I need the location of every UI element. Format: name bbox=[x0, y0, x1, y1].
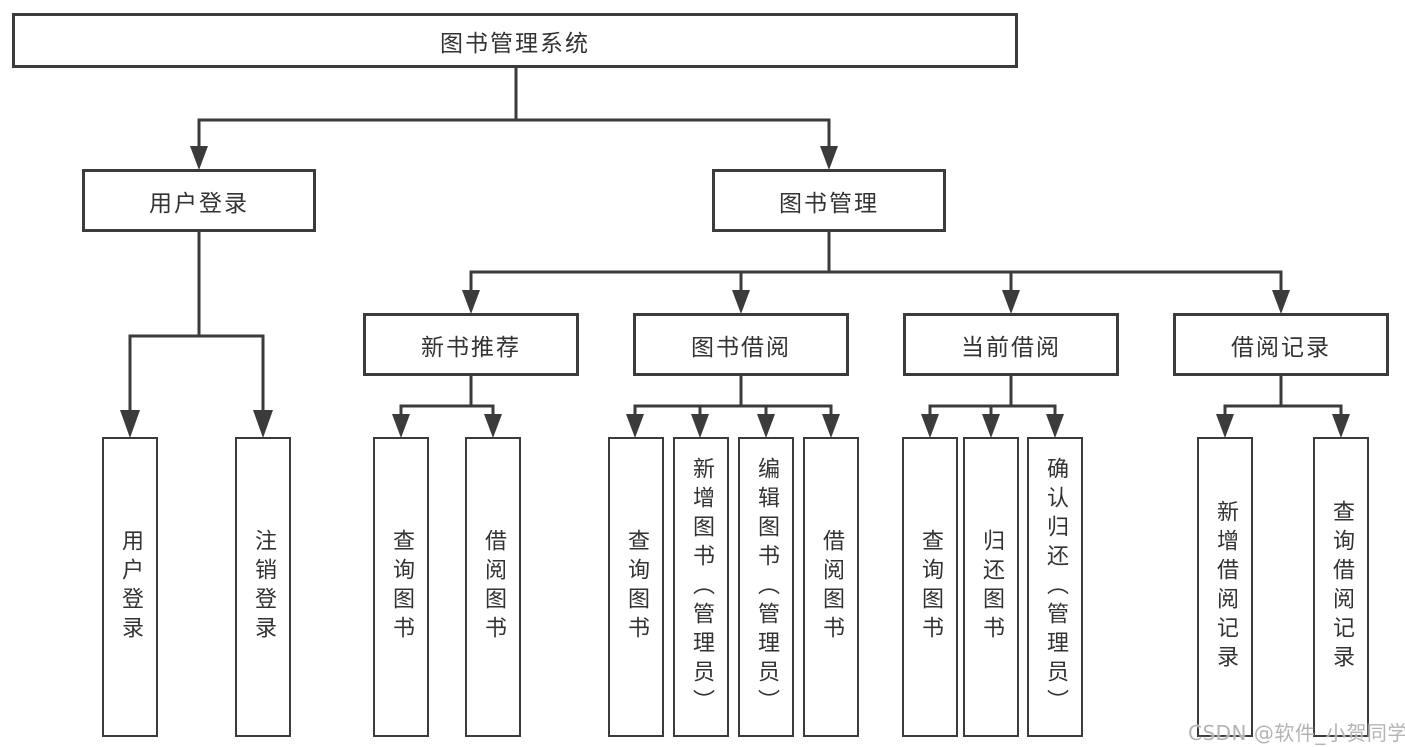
leaf-user-login: 用户登录 bbox=[102, 437, 158, 737]
leaf-label: 查询借阅记录 bbox=[1329, 500, 1354, 674]
leaf-add-books-admin: 新增图书（管理员） bbox=[673, 437, 729, 737]
connector-book-mgmt bbox=[469, 230, 1283, 294]
leaf-borrow-books: 借阅图书 bbox=[803, 437, 859, 737]
connector-user-login bbox=[128, 230, 265, 412]
leaf-label: 新增借阅记录 bbox=[1213, 500, 1238, 674]
node-book-management: 图书管理 bbox=[712, 169, 946, 232]
leaf-add-borrow-record: 新增借阅记录 bbox=[1197, 437, 1253, 737]
leaf-label: 编辑图书（管理员） bbox=[754, 456, 779, 718]
connector-current bbox=[928, 374, 1057, 418]
leaf-return-books: 归还图书 bbox=[963, 437, 1019, 737]
leaf-label: 新增图书（管理员） bbox=[689, 456, 714, 718]
node-root: 图书管理系统 bbox=[12, 13, 1018, 68]
node-user-login: 用户登录 bbox=[82, 169, 316, 232]
leaf-label: 借阅图书 bbox=[819, 529, 844, 645]
connector-new-books bbox=[399, 374, 495, 418]
arrowheads bbox=[120, 146, 1350, 438]
leaf-edit-books-admin: 编辑图书（管理员） bbox=[738, 437, 794, 737]
node-borrow-records: 借阅记录 bbox=[1173, 313, 1389, 376]
leaf-confirm-return-admin: 确认归还（管理员） bbox=[1027, 437, 1083, 737]
connector-root bbox=[197, 66, 831, 150]
connector-borrow bbox=[633, 374, 833, 418]
leaf-label: 用户登录 bbox=[118, 529, 143, 645]
leaf-label: 查询图书 bbox=[389, 529, 414, 645]
node-new-book-recommend: 新书推荐 bbox=[363, 313, 579, 376]
leaf-logout: 注销登录 bbox=[235, 437, 291, 737]
leaf-label: 注销登录 bbox=[251, 529, 276, 645]
node-current-borrow: 当前借阅 bbox=[903, 313, 1119, 376]
leaf-label: 归还图书 bbox=[979, 529, 1004, 645]
leaf-query-borrow-record: 查询借阅记录 bbox=[1313, 437, 1369, 737]
leaf-label: 查询图书 bbox=[918, 529, 943, 645]
connector-records bbox=[1223, 374, 1343, 418]
leaf-query-books-new: 查询图书 bbox=[373, 437, 429, 737]
leaf-label: 查询图书 bbox=[624, 529, 649, 645]
watermark-csdn: CSDN @软件_小贺同学 bbox=[1188, 721, 1405, 745]
leaf-label: 确认归还（管理员） bbox=[1043, 456, 1068, 718]
leaf-borrow-books-new: 借阅图书 bbox=[465, 437, 521, 737]
leaf-label: 借阅图书 bbox=[481, 529, 506, 645]
node-book-borrow: 图书借阅 bbox=[633, 313, 849, 376]
leaf-query-books-current: 查询图书 bbox=[902, 437, 958, 737]
leaf-query-books-borrow: 查询图书 bbox=[608, 437, 664, 737]
